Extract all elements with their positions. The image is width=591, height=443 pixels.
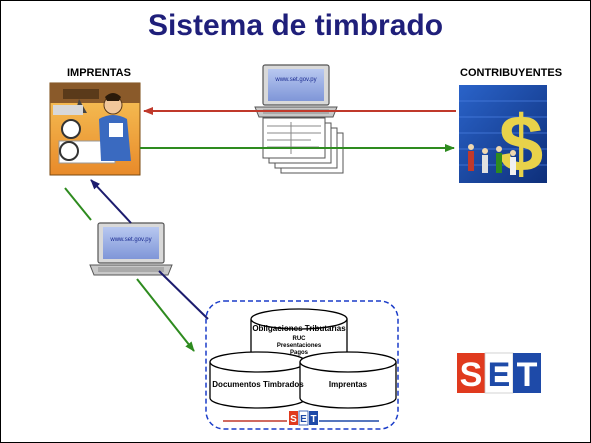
db-top-title: Obligaciones Tributarias bbox=[252, 324, 346, 333]
line-green-imprentas-to-laptop bbox=[64, 187, 92, 221]
slide-title: Sistema de timbrado bbox=[147, 9, 444, 42]
svg-text:T: T bbox=[310, 414, 316, 425]
db-top-line-3: Pagos bbox=[290, 350, 309, 356]
imprentas-illustration bbox=[49, 82, 141, 176]
laptop-top bbox=[254, 64, 338, 118]
imprentas-label: IMPRENTAS bbox=[67, 67, 131, 79]
laptop-top-url: www.set.gov.py bbox=[274, 77, 316, 83]
svg-text:S: S bbox=[460, 356, 483, 394]
set-logo: S E T bbox=[457, 352, 541, 394]
contribuyentes-illustration: $ bbox=[459, 85, 547, 188]
svg-text:$: $ bbox=[499, 99, 544, 188]
arrow-navy-to-imprentas bbox=[90, 179, 132, 224]
arrow-green-to-database bbox=[136, 278, 195, 352]
db-top-line-1: RUC bbox=[293, 336, 307, 342]
db-top-line-2: Presentaciones bbox=[277, 343, 322, 349]
svg-text:S: S bbox=[290, 414, 297, 425]
svg-text:E: E bbox=[488, 356, 511, 394]
db-right-label: Imprentas bbox=[329, 380, 368, 389]
laptop-middle-url: www.set.gov.py bbox=[109, 237, 151, 243]
db-left-label: Documentos Timbrados bbox=[212, 380, 304, 389]
laptop-middle bbox=[89, 222, 173, 276]
database-cylinder-documentos bbox=[209, 351, 307, 409]
set-logo-small: S E T bbox=[223, 410, 379, 426]
contribuyentes-label: CONTRIBUYENTES bbox=[460, 67, 563, 79]
svg-text:T: T bbox=[517, 356, 538, 394]
svg-text:E: E bbox=[300, 414, 307, 425]
line-navy-database-to-laptop bbox=[158, 270, 209, 320]
database-cylinder-imprentas bbox=[299, 351, 397, 409]
documents-stack-icon bbox=[262, 117, 344, 174]
